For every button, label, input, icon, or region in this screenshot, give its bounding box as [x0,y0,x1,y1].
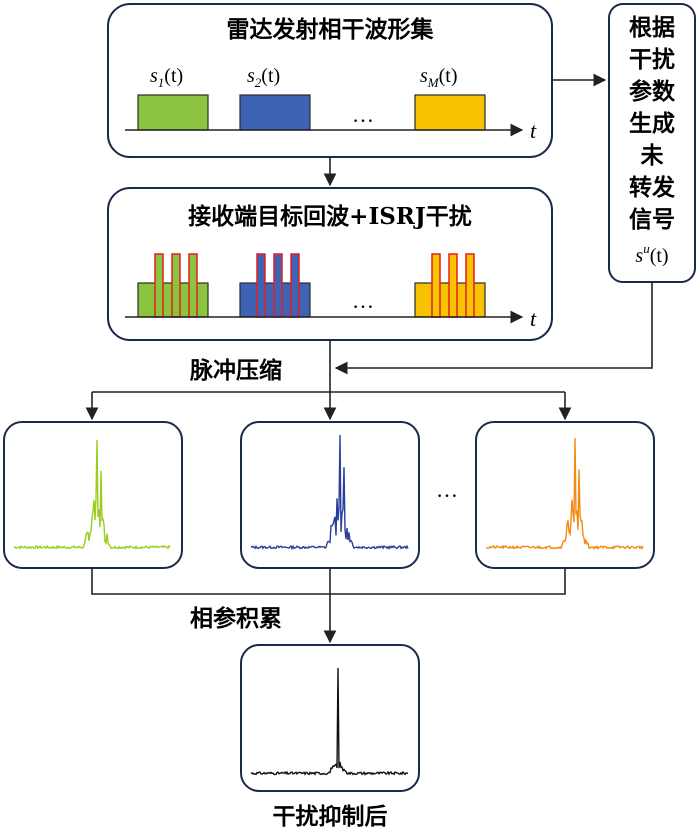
panels-ellipsis: … [436,477,458,502]
arrow-reference-to-compression [334,282,653,375]
right-box-line-3: 参数 [629,78,676,105]
right-box-line-1: 根据 [629,14,675,41]
signal-sM-label: sM(t) [420,65,458,90]
suppressed-result-panel [240,644,420,792]
compressed-panel-1 [3,421,183,569]
echo-pulse-M [414,253,486,318]
right-box-line-6: 转发 [629,174,675,201]
signal-s2-label: s2(t) [247,65,280,90]
pulse-ellipsis: … [352,102,374,127]
pulse-s2 [239,94,311,131]
echo-ellipsis: … [352,288,374,313]
pulse-compression-label: 脉冲压缩 [189,357,282,384]
time-axis-middle-label: t [530,306,537,331]
after-suppression-label: 干扰抑制后 [273,803,388,830]
compressed-trace-M [485,437,644,550]
right-box-line-2: 干扰 [629,46,675,73]
time-axis-top-label: t [530,118,537,143]
transmit-box-title: 雷达发射相干波形集 [227,16,435,43]
transmit-waveform-box: 雷达发射相干波形集 s1(t) s2(t) sM(t) … t [107,3,553,158]
receive-box-title: 接收端目标回波+ISRJ干扰 [188,203,472,230]
compressed-trace-1 [13,439,171,550]
line-merge-bus [91,568,566,595]
untransmitted-signal-box: 根据 干扰 参数 生成 未 转发 信号 su(t) [608,3,696,283]
right-box-line-7: 信号 [629,206,675,233]
echo-pulse-1 [137,253,209,318]
pulse-s1 [137,94,209,131]
receive-echo-box: 接收端目标回波+ISRJ干扰 … t [107,187,553,341]
right-box-line-5: 未 [641,142,664,169]
signal-su-label: su(t) [635,241,668,267]
coherent-accumulation-label: 相参积累 [190,605,282,632]
suppressed-trace [250,667,409,776]
pulse-sM [414,94,486,131]
right-box-line-4: 生成 [629,110,675,137]
compressed-trace-2 [250,434,409,551]
signal-s1-label: s1(t) [150,65,183,90]
